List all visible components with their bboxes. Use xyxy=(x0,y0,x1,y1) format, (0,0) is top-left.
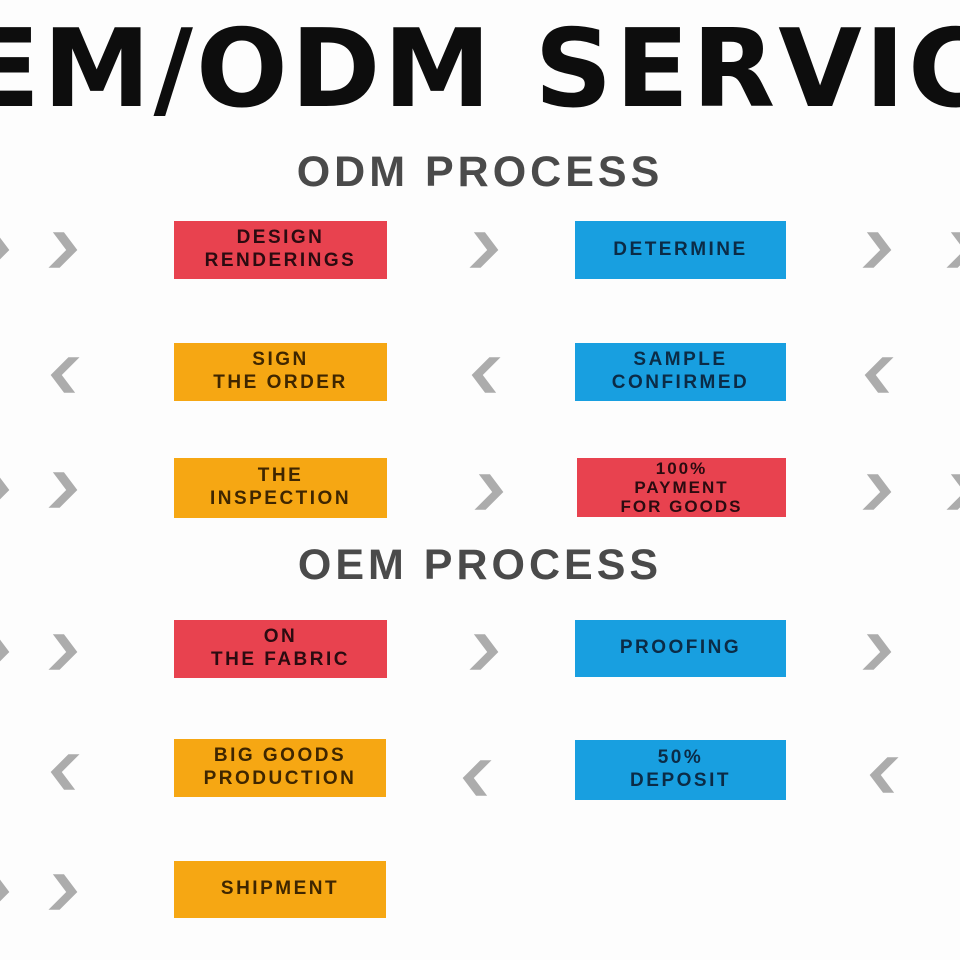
chevron-left-icon xyxy=(44,355,85,395)
chevron-left-icon xyxy=(44,752,85,792)
step-box-sign-the-order: SIGN THE ORDER xyxy=(174,343,387,401)
chevron-left-icon xyxy=(465,355,506,395)
step-box-50-deposit: 50% DEPOSIT xyxy=(575,740,786,800)
odm-process-heading: ODM PROCESS xyxy=(296,148,664,196)
chevron-right-icon xyxy=(858,230,899,270)
step-box-design-renderings: DESIGN RENDERINGS xyxy=(174,221,387,279)
page-title: OEM/ODM SERVICE xyxy=(0,7,960,132)
chevron-right-icon xyxy=(0,470,16,510)
chevron-right-icon xyxy=(858,472,899,512)
step-box-determine: DETERMINE xyxy=(575,221,786,279)
step-box-sample-confirmed: SAMPLE CONFIRMED xyxy=(575,343,786,401)
chevron-right-icon xyxy=(858,632,899,672)
chevron-right-icon xyxy=(0,632,16,672)
chevron-right-icon xyxy=(0,872,16,912)
step-box-100-payment-for-goods: 100% PAYMENT FOR GOODS xyxy=(577,458,786,517)
chevron-right-icon xyxy=(44,872,85,912)
chevron-right-icon xyxy=(465,230,506,270)
chevron-right-icon xyxy=(44,470,85,510)
chevron-right-icon xyxy=(44,230,85,270)
chevron-right-icon xyxy=(465,632,506,672)
chevron-left-icon xyxy=(858,355,899,395)
step-box-the-inspection: THE INSPECTION xyxy=(174,458,387,518)
step-box-shipment: SHIPMENT xyxy=(174,861,386,918)
chevron-right-icon xyxy=(44,632,85,672)
chevron-right-icon xyxy=(942,472,960,512)
chevron-right-icon xyxy=(470,472,511,512)
oem-process-heading: OEM PROCESS xyxy=(297,541,663,589)
step-box-on-the-fabric: ON THE FABRIC xyxy=(174,620,387,678)
chevron-right-icon xyxy=(0,230,16,270)
chevron-left-icon xyxy=(863,755,904,795)
chevron-left-icon xyxy=(456,758,497,798)
chevron-right-icon xyxy=(942,230,960,270)
step-box-proofing: PROOFING xyxy=(575,620,786,677)
step-box-big-goods-production: BIG GOODS PRODUCTION xyxy=(174,739,386,797)
